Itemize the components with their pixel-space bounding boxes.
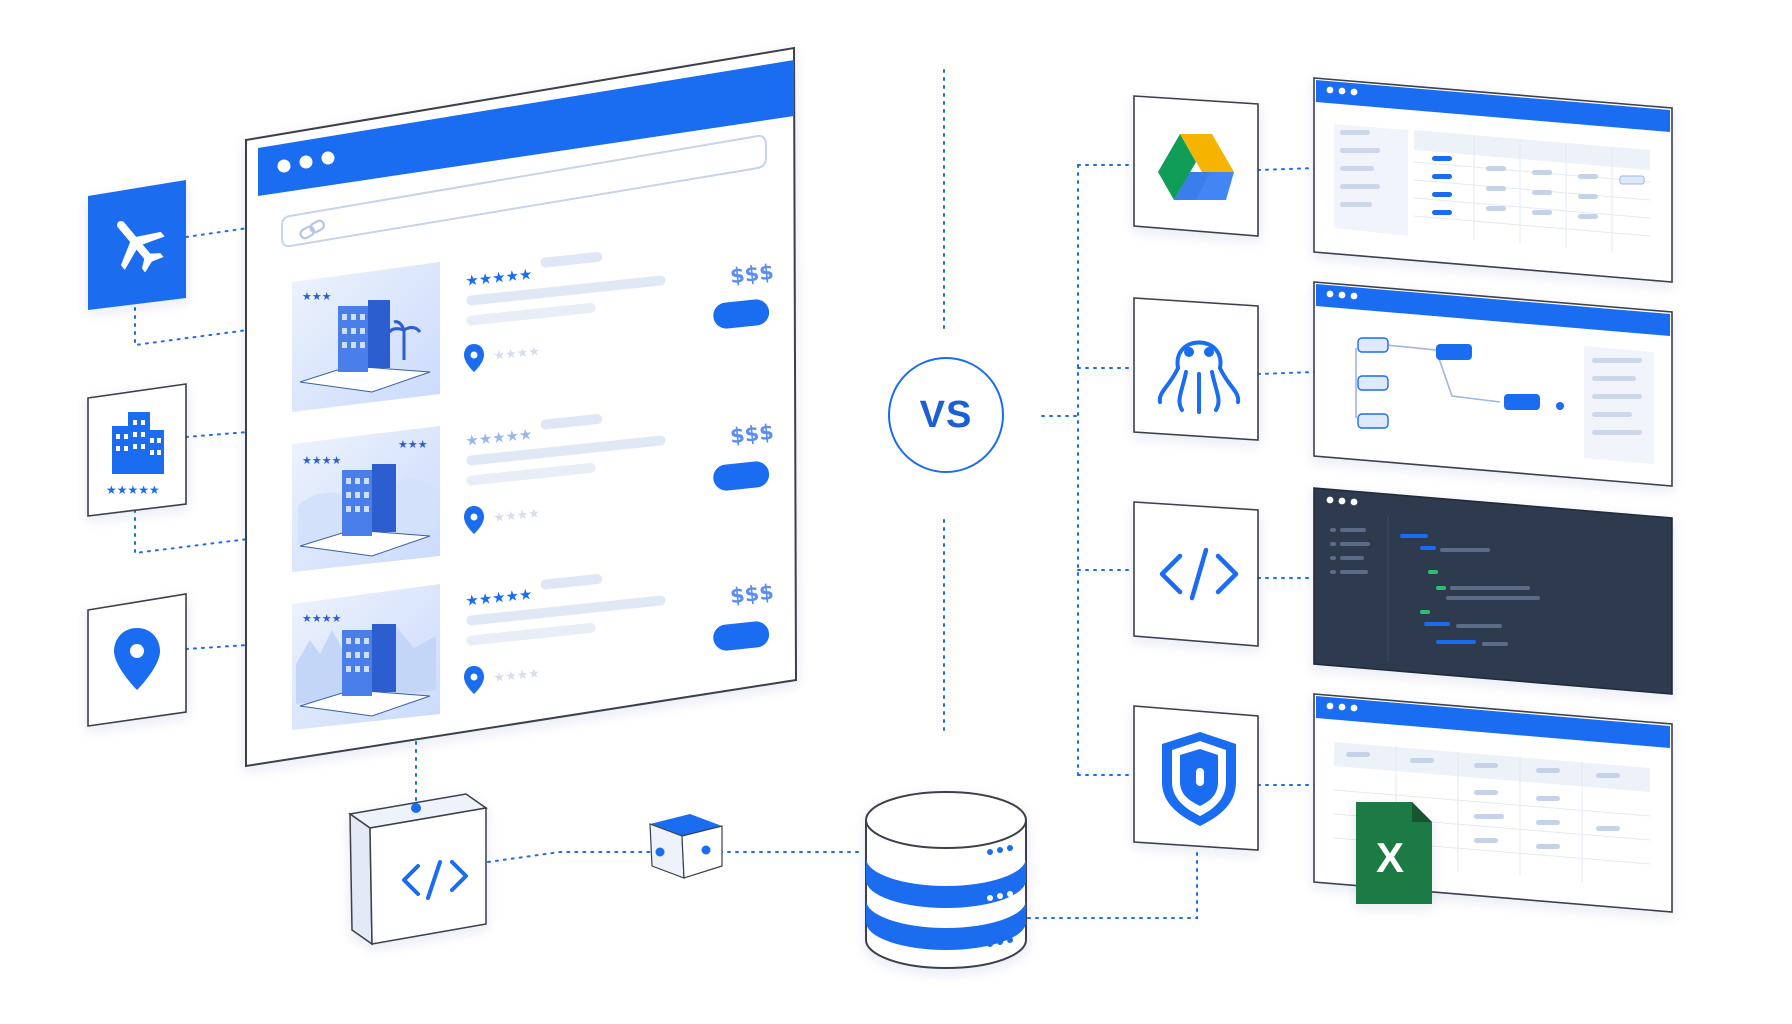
location-pin-icon	[114, 628, 160, 690]
svg-text:★★★★: ★★★★	[302, 612, 342, 625]
database-icon[interactable]	[865, 791, 1027, 969]
workflow-window	[1313, 281, 1673, 487]
browser-title-bar	[258, 60, 794, 196]
hotel-building-image: ★★★	[299, 290, 431, 393]
excel-icon[interactable]	[1356, 802, 1432, 904]
window-controls	[277, 151, 335, 173]
book-button-1	[713, 299, 770, 329]
listing-card-1[interactable]: ★★★ ★★★★★ ★★★★	[292, 252, 770, 412]
connector-dot	[411, 803, 421, 813]
listing-card-3[interactable]: ★★★★ ★★★★★ ★★★★	[292, 574, 770, 730]
workflow-nodes	[1355, 337, 1654, 464]
window-title-bar	[1316, 80, 1670, 132]
code-brackets-icon	[1159, 547, 1239, 601]
svg-text:★★★: ★★★	[302, 290, 332, 303]
octopus-icon	[1157, 340, 1241, 414]
excel-table	[1333, 742, 1651, 882]
code-editor-window	[1313, 487, 1673, 695]
address-bar[interactable]	[281, 134, 767, 248]
svg-text:★★★★: ★★★★	[493, 666, 541, 686]
window-title-bar	[1316, 696, 1670, 748]
connector-node-cube	[649, 814, 723, 879]
svg-text:★★★: ★★★	[398, 438, 428, 451]
book-button-2	[713, 461, 770, 491]
price-label-3: $$$	[728, 579, 775, 609]
shield-icon	[1162, 732, 1236, 826]
hotel-building-image: ★★★★ ★★★	[298, 438, 436, 557]
hotel-building-image: ★★★★	[296, 612, 436, 717]
price-label-1: $$$	[728, 259, 775, 289]
hotel-icon: ★★★★★	[106, 412, 164, 497]
svg-text:★★★★: ★★★★	[302, 454, 342, 467]
code-lines	[1330, 516, 1540, 662]
svg-text:★★★★: ★★★★	[493, 506, 541, 526]
listing-card-2[interactable]: ★★★★ ★★★ ★★★★★ ★★★★	[292, 414, 770, 572]
table-grid	[1334, 124, 1651, 252]
connector-lines	[134, 69, 1317, 919]
svg-text:★★★★★: ★★★★★	[106, 483, 160, 497]
listing-location-icon	[464, 344, 484, 372]
listing-location-icon	[464, 666, 484, 694]
google-drive-tile[interactable]	[1133, 95, 1259, 237]
price-label-2: $$$	[728, 419, 775, 449]
window-title-bar	[1316, 284, 1670, 336]
code-icon	[402, 860, 468, 900]
code-tile[interactable]	[1133, 501, 1259, 647]
vs-label: VS	[919, 393, 973, 436]
link-icon	[299, 219, 326, 240]
octopus-tile[interactable]	[1133, 297, 1259, 441]
excel-letter: X	[1376, 834, 1405, 881]
svg-text:★★★★: ★★★★	[493, 344, 541, 364]
book-button-3	[713, 621, 770, 651]
google-drive-icon	[1158, 134, 1234, 200]
listing-location-icon	[464, 506, 484, 534]
code-cube[interactable]	[348, 793, 488, 946]
vs-badge: VS	[888, 357, 1004, 473]
airplane-icon	[117, 221, 165, 273]
